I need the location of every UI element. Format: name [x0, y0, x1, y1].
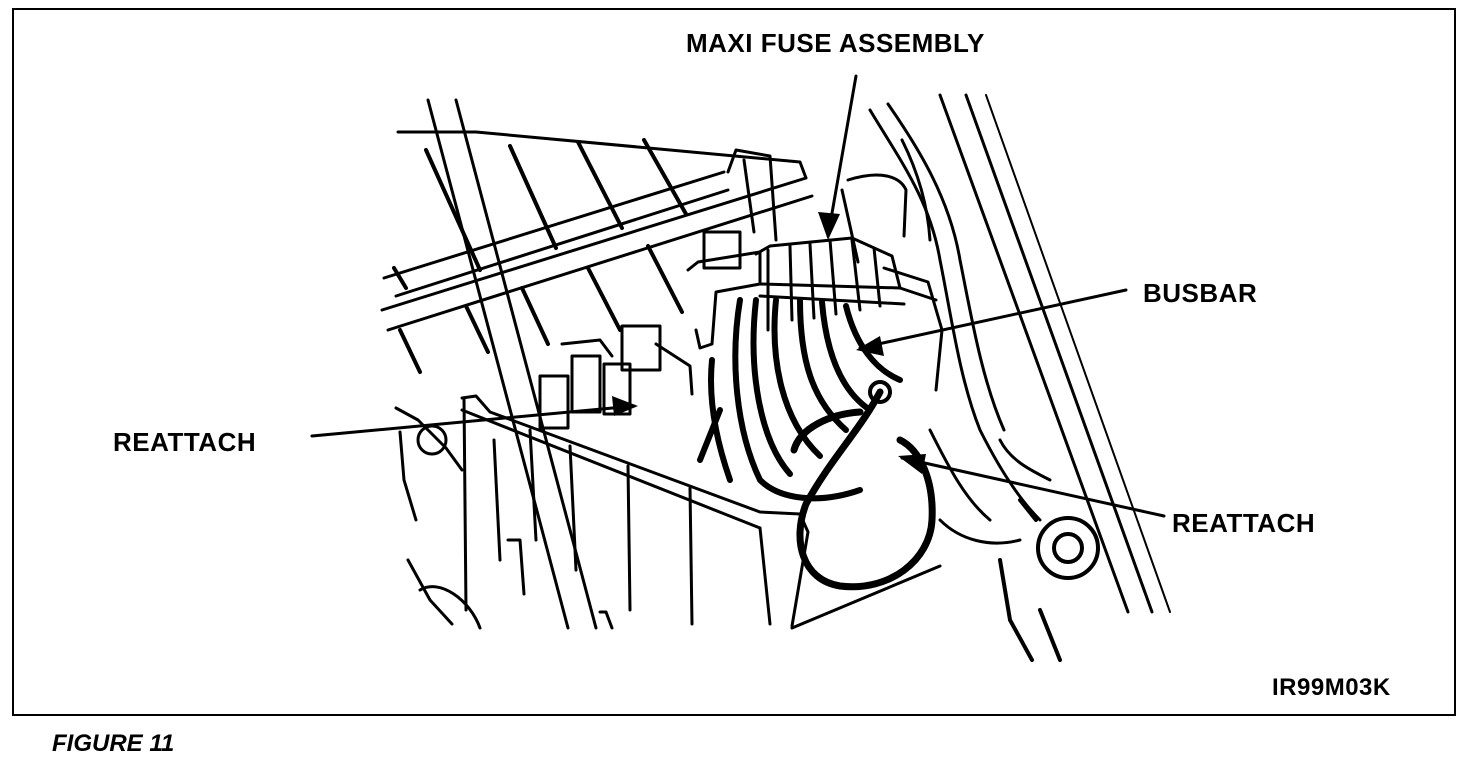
maxi-fuse-assembly-body — [686, 230, 944, 392]
figure-caption: FIGURE 11 — [52, 730, 175, 757]
lower-bracket — [460, 394, 942, 630]
maxi-fuse-assembly-label: MAXI FUSE ASSEMBLY — [686, 28, 985, 58]
reattach-left-label: REATTACH — [113, 427, 257, 457]
reattach-right-label: REATTACH — [1172, 508, 1316, 538]
grille-slats — [392, 138, 688, 374]
left-clamp — [394, 406, 482, 630]
callout-leaders — [310, 74, 1166, 518]
figure-frame — [12, 8, 1456, 716]
cable-harness — [697, 297, 903, 502]
figure-code-label: IR99M03K — [1272, 674, 1391, 701]
callout-arrowheads — [612, 212, 926, 474]
busbar-label: BUSBAR — [1143, 278, 1258, 308]
right-frame-rails — [938, 93, 1171, 614]
left-frame-rails — [426, 98, 598, 630]
right-grommet — [998, 498, 1100, 662]
right-wiring-loom — [840, 102, 1052, 545]
loop-cable — [790, 388, 936, 591]
ground-terminal — [868, 380, 892, 404]
upper-tray — [380, 130, 814, 332]
relay-blocks — [538, 324, 694, 430]
